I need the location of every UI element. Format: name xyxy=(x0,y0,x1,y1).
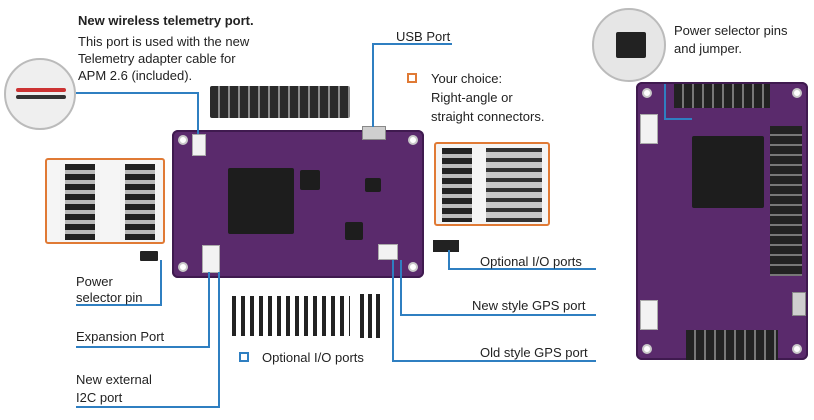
side-connector xyxy=(640,114,658,144)
telemetry-desc-line: Telemetry adapter cable for xyxy=(78,51,236,66)
leader-line xyxy=(448,250,450,270)
straight-connector-sample xyxy=(434,142,550,226)
optional-io-pin-strip-double xyxy=(360,294,382,338)
mounting-hole xyxy=(408,262,418,272)
mounting-hole xyxy=(792,88,802,98)
leader-line xyxy=(448,268,596,270)
optional-io-pin-strip xyxy=(232,296,350,336)
expansion-port-connector xyxy=(202,245,220,273)
power-selector-jumper-label: Power selector pins xyxy=(674,23,788,38)
leader-line xyxy=(208,272,210,348)
expansion-port-label: Expansion Port xyxy=(76,329,165,344)
side-header-pins-top xyxy=(674,84,770,108)
telemetry-desc-line: APM 2.6 (included). xyxy=(78,68,193,83)
choice-line: straight connectors. xyxy=(431,109,545,124)
leader-line xyxy=(218,272,220,408)
mounting-hole xyxy=(642,344,652,354)
orange-legend-square xyxy=(407,73,417,83)
power-selector-pin-label: selector pin xyxy=(76,290,143,305)
leader-line xyxy=(664,118,692,120)
secondary-chip xyxy=(300,170,320,190)
leader-line xyxy=(372,43,374,127)
new-gps-label: New style GPS port xyxy=(472,298,586,313)
leader-line xyxy=(76,304,162,306)
leader-line xyxy=(392,260,394,362)
leader-line xyxy=(372,43,452,45)
telemetry-desc-line: This port is used with the new xyxy=(78,34,250,49)
main-processor-chip xyxy=(228,168,294,234)
mounting-hole xyxy=(792,344,802,354)
header-pin-block xyxy=(210,86,350,118)
mounting-hole xyxy=(642,88,652,98)
power-selector-pin-graphic xyxy=(140,251,158,261)
leader-line xyxy=(400,314,596,316)
side-header-pins xyxy=(770,126,802,276)
leader-line xyxy=(664,84,666,120)
blue-legend-square xyxy=(239,352,249,362)
leader-line xyxy=(197,92,199,134)
choice-line: Right-angle or xyxy=(431,90,513,105)
main-processor-chip xyxy=(692,136,764,208)
telemetry-cable-thumbnail xyxy=(4,58,76,130)
usb-port-label: USB Port xyxy=(396,29,451,44)
leader-line xyxy=(76,92,198,94)
power-selector-jumper-label: and jumper. xyxy=(674,41,742,56)
optional-io-right-label: Optional I/O ports xyxy=(480,254,582,269)
side-connector xyxy=(640,300,658,330)
optional-io-bottom-label: Optional I/O ports xyxy=(262,350,364,365)
telemetry-title: New wireless telemetry port. xyxy=(78,13,254,28)
power-selector-thumbnail xyxy=(592,8,666,82)
optional-io-pins-graphic xyxy=(433,240,459,252)
secondary-chip xyxy=(365,178,381,192)
power-selector-pin-label: Power xyxy=(76,274,113,289)
leader-line xyxy=(392,360,596,362)
leader-line xyxy=(160,260,162,306)
secondary-chip xyxy=(345,222,363,240)
old-gps-label: Old style GPS port xyxy=(480,345,588,360)
leader-line xyxy=(400,260,402,316)
side-header-pins-bottom xyxy=(686,330,778,360)
i2c-port-label: New external xyxy=(76,372,152,387)
leader-line xyxy=(76,406,220,408)
gps-port-connector xyxy=(378,244,398,260)
mounting-hole xyxy=(178,135,188,145)
telemetry-port-connector xyxy=(192,134,206,156)
mounting-hole xyxy=(408,135,418,145)
usb-connector xyxy=(362,126,386,140)
right-angle-connector-sample xyxy=(45,158,165,244)
i2c-port-label: I2C port xyxy=(76,390,123,405)
usb-connector xyxy=(792,292,806,316)
choice-line: Your choice: xyxy=(431,71,503,86)
leader-line xyxy=(76,346,210,348)
mounting-hole xyxy=(178,262,188,272)
